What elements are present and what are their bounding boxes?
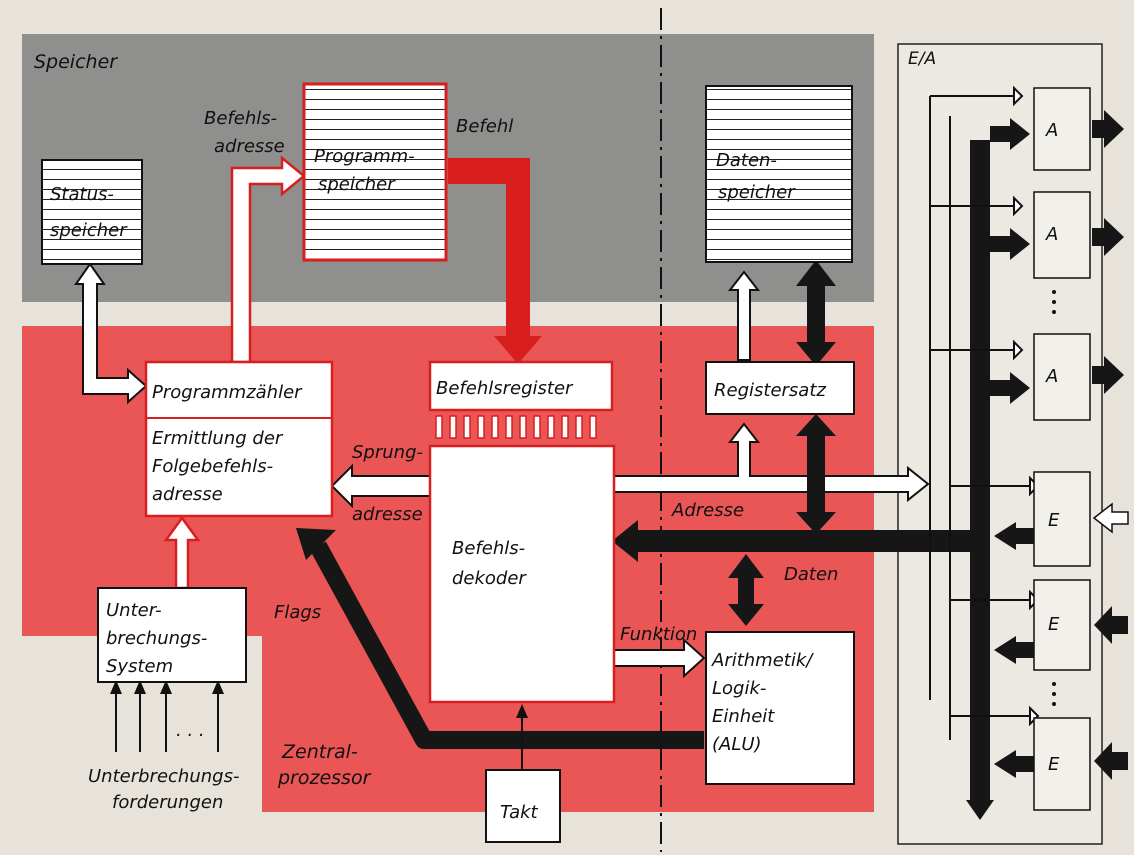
instruction-decoder-line1: Befehls- xyxy=(452,538,525,559)
output-module-3 xyxy=(990,333,1124,421)
status-memory xyxy=(41,159,143,265)
instruction-decoder xyxy=(428,444,616,704)
register-set-label: Registersatz xyxy=(714,380,826,401)
program-memory xyxy=(302,82,448,262)
befehl-arrow xyxy=(448,158,542,364)
program-memory-line2: speicher xyxy=(318,174,396,195)
clock-label: Takt xyxy=(500,802,539,823)
input-label-3: E xyxy=(1048,754,1060,775)
interrupt-arrow xyxy=(163,515,201,590)
instruction-register-label: Befehlsregister xyxy=(436,378,574,399)
instruction-register xyxy=(428,360,614,412)
label-funktion: Funktion xyxy=(620,624,697,645)
takt-arrow xyxy=(516,704,528,770)
interrupt-system-line1: Unter- xyxy=(106,600,162,621)
input-modules xyxy=(994,471,1129,811)
label-interrupt-requests-1: Unterbrechungs- xyxy=(88,766,239,787)
daten-alu-arrow xyxy=(728,554,764,626)
alu-line3: Einheit xyxy=(712,706,775,727)
program-memory-line1: Programm- xyxy=(314,146,415,167)
sprungadresse-arrow xyxy=(330,463,431,509)
io-vertical-dots xyxy=(1052,290,1056,706)
interrupt-system-line3: System xyxy=(106,656,173,677)
label-befehl: Befehl xyxy=(456,116,513,137)
daten-bus xyxy=(612,520,976,562)
input-label-1: E xyxy=(1048,510,1060,531)
input-label-2: E xyxy=(1048,614,1060,635)
input-module-1 xyxy=(994,471,1129,567)
output-module-2 xyxy=(990,191,1124,279)
next-address-line1: Ermittlung der xyxy=(152,428,284,449)
label-flags: Flags xyxy=(274,602,321,623)
region-label-prozessor: prozessor xyxy=(277,767,372,789)
output-label-3: A xyxy=(1045,366,1058,387)
input-module-2 xyxy=(994,579,1128,671)
label-befehlsadresse-2: adresse xyxy=(214,136,285,157)
regsatz-daten-arrow xyxy=(796,414,836,534)
region-label-speicher: Speicher xyxy=(34,51,118,73)
output-label-1: A xyxy=(1045,120,1058,141)
label-befehlsadresse-1: Befehls- xyxy=(204,108,277,129)
adresse-bus xyxy=(613,422,930,503)
register-dekoder-bits xyxy=(435,415,597,439)
instruction-decoder-line2: dekoder xyxy=(452,568,527,589)
io-region xyxy=(897,43,1103,845)
label-daten: Daten xyxy=(784,564,838,585)
datensp-regsatz-data-arrow xyxy=(796,260,836,366)
befehlsadresse-arrow xyxy=(230,155,306,364)
alu-line4: (ALU) xyxy=(712,734,762,755)
label-sprung: Sprung- xyxy=(352,442,423,463)
interrupt-request-arrows xyxy=(110,680,224,752)
flags-arrow xyxy=(296,528,704,749)
interrupt-system-line2: brechungs- xyxy=(106,628,207,649)
label-interrupt-requests-2: forderungen xyxy=(112,792,223,813)
data-memory xyxy=(705,85,853,263)
io-bus xyxy=(929,95,1030,820)
interrupt-system xyxy=(97,587,247,683)
label-adresse: Adresse xyxy=(671,500,744,521)
input-module-3 xyxy=(994,705,1128,811)
label-interrupt-dots: . . . xyxy=(176,720,205,741)
alu-line2: Logik- xyxy=(712,678,766,699)
alu-line1: Arithmetik/ xyxy=(711,650,814,671)
output-label-2: A xyxy=(1045,224,1058,245)
next-address-line3: adresse xyxy=(152,484,223,505)
data-memory-line1: Daten- xyxy=(716,150,777,171)
alu-block xyxy=(705,631,855,785)
funktion-arrow xyxy=(613,637,706,679)
label-adresse-sprung: adresse xyxy=(352,504,423,525)
region-label-ea: E/A xyxy=(908,49,936,69)
clock-block xyxy=(485,769,561,843)
region-label-zentral: Zentral- xyxy=(281,741,358,763)
next-address-line2: Folgebefehls- xyxy=(152,456,273,477)
regsatz-datensp-arrow xyxy=(727,270,761,361)
output-module-1 xyxy=(990,85,1124,171)
data-memory-line2: speicher xyxy=(718,182,796,203)
register-set xyxy=(705,361,855,415)
program-counter-label: Programmzähler xyxy=(152,382,303,403)
status-memory-line2: speicher xyxy=(50,220,128,241)
program-counter-block xyxy=(144,360,334,518)
status-memory-line1: Status- xyxy=(50,184,114,205)
output-modules xyxy=(990,85,1124,421)
